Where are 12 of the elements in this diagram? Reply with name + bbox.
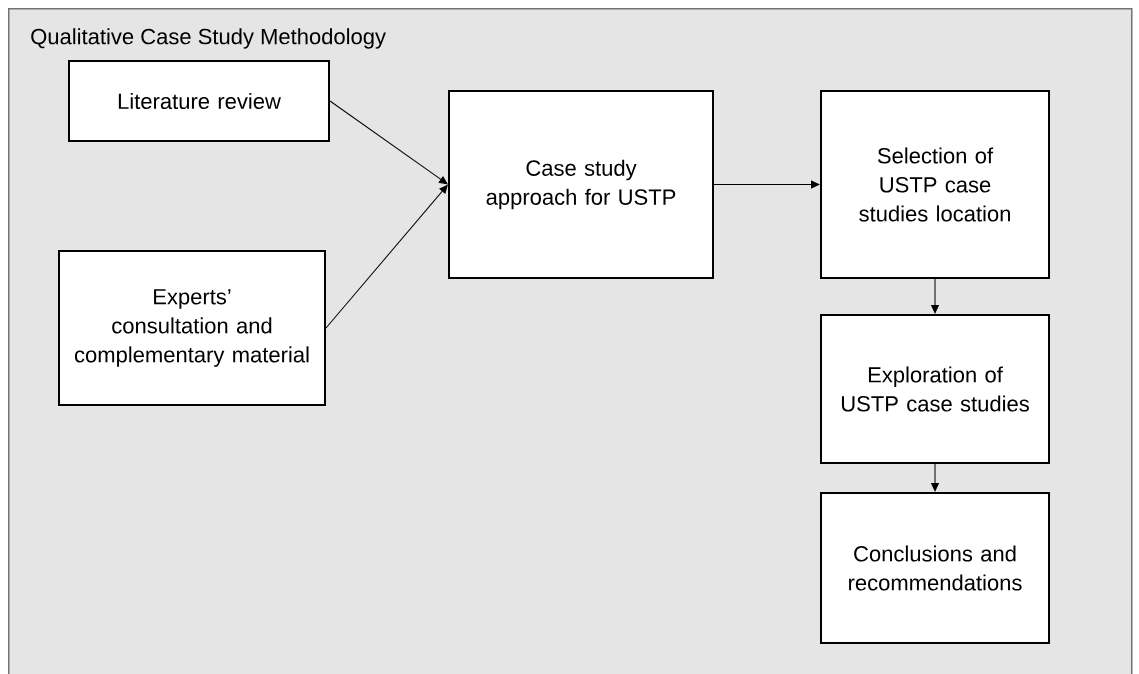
panel-title: Qualitative Case Study Methodology — [31, 28, 386, 49]
arrow — [325, 184, 448, 329]
arrow — [713, 180, 820, 189]
process-box: Case study approach for USTP — [448, 90, 714, 279]
process-box: Exploration of USTP case studies — [820, 314, 1050, 464]
arrow — [931, 463, 939, 492]
process-box: Selection of USTP case studies location — [820, 90, 1050, 279]
process-box: Literature review — [68, 60, 330, 142]
process-box: Conclusions and recommendations — [820, 492, 1050, 644]
process-box: Experts’ consultation and complementary material — [58, 250, 326, 406]
arrow — [329, 100, 448, 185]
arrow — [931, 278, 939, 314]
